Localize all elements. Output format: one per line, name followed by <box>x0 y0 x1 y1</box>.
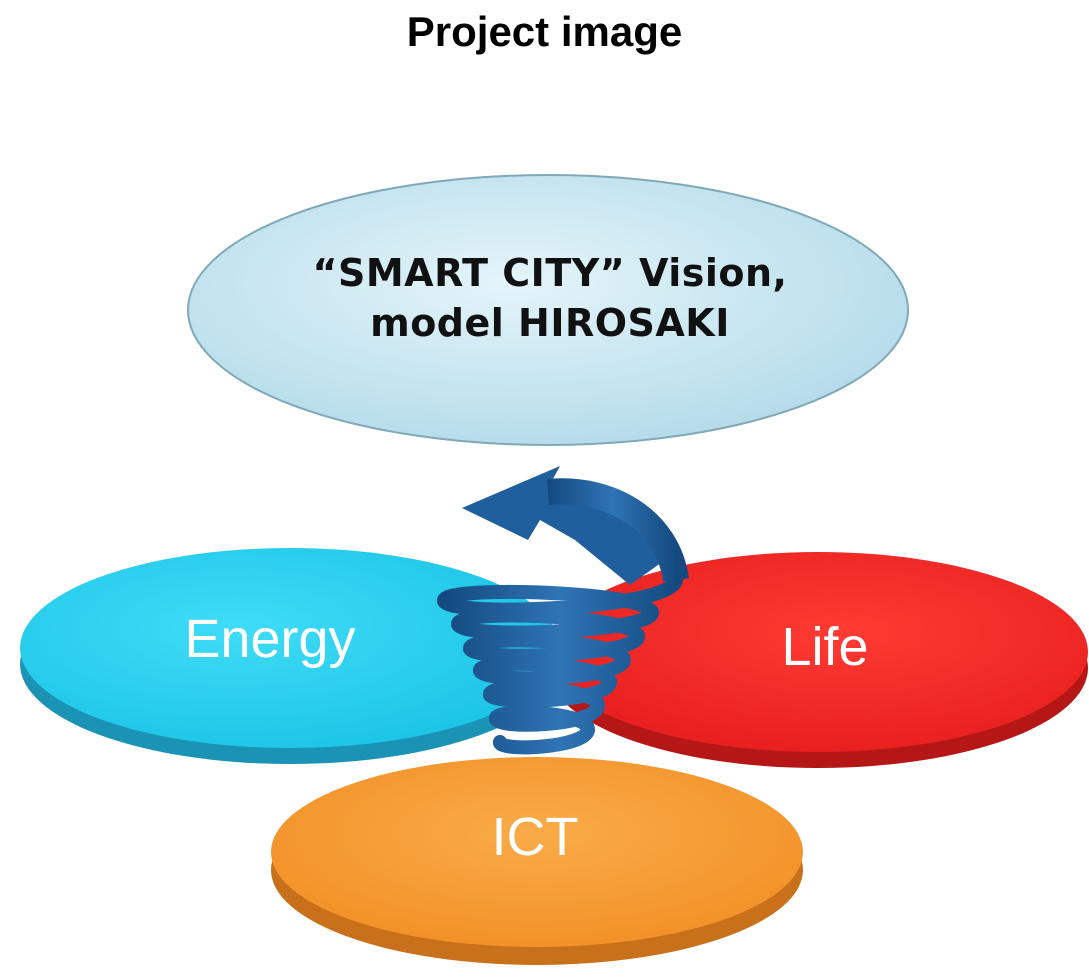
vision-label: “SMART CITY” Vision, model HIROSAKI <box>200 248 900 348</box>
energy-disk <box>20 548 560 764</box>
energy-label: Energy <box>184 609 356 669</box>
vision-ellipse <box>187 174 909 446</box>
ict-label: ICT <box>491 807 579 867</box>
vision-line-1: “SMART CITY” Vision, <box>312 251 788 295</box>
ict-disk <box>271 757 803 965</box>
vision-line-2: model HIROSAKI <box>370 301 730 345</box>
page-title: Project image <box>406 8 683 55</box>
life-label: Life <box>781 617 869 677</box>
life-disk <box>548 552 1088 768</box>
spiral-arrow-icon <box>436 466 689 755</box>
